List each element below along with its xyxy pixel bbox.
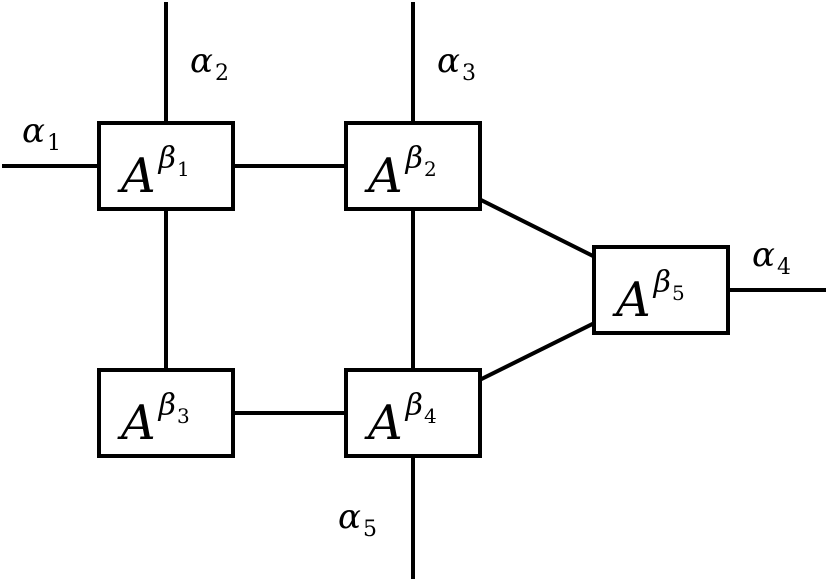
leg-label-alpha-5: α5 — [338, 497, 377, 542]
tensor-box — [592, 245, 730, 335]
tensor-box — [97, 121, 235, 211]
leg-label-alpha-2: α2 — [190, 41, 229, 86]
leg-label-alpha-3: α3 — [437, 41, 476, 86]
leg-label-alpha-1: α1 — [22, 111, 61, 156]
leg-label-alpha-4: α4 — [752, 235, 791, 280]
tensor-box — [344, 121, 482, 211]
tensor-box — [344, 368, 482, 458]
tensor-box — [97, 368, 235, 458]
